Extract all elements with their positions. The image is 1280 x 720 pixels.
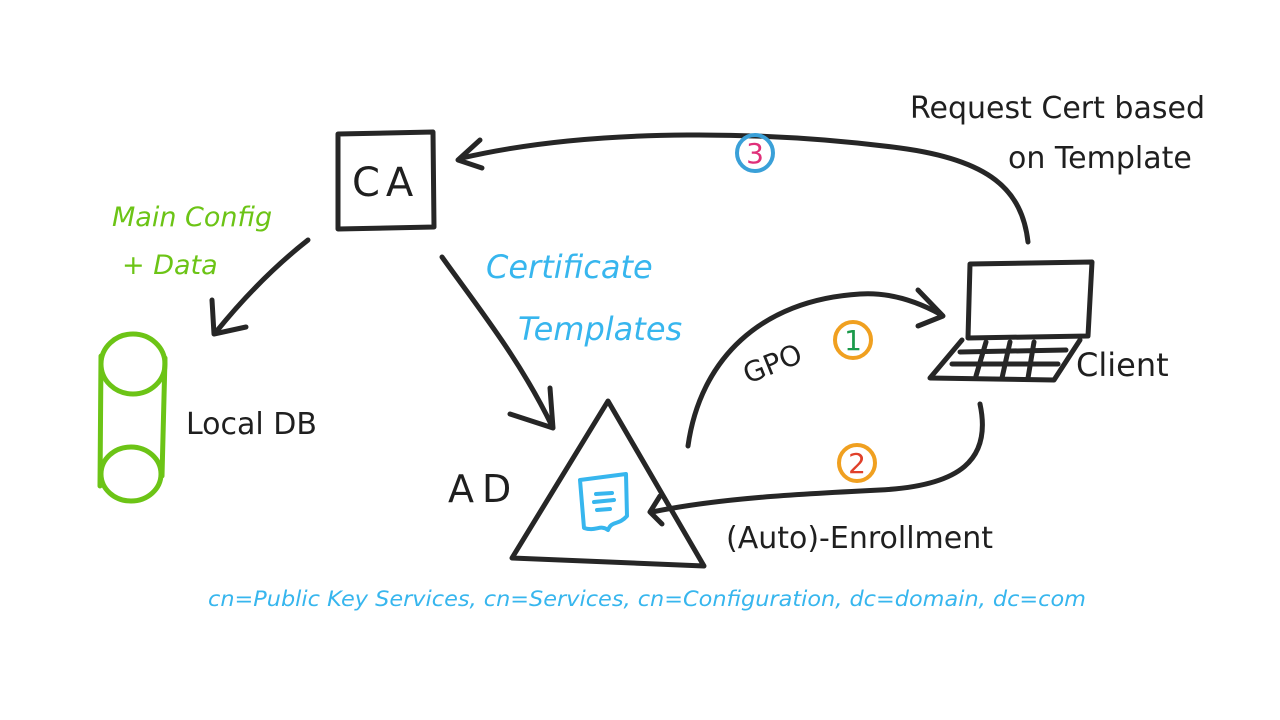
ad-node: AD	[448, 398, 707, 569]
gpo-label: GPO	[738, 337, 807, 390]
ca-box	[335, 129, 437, 232]
ad-label: AD	[448, 467, 519, 511]
ca-node: CA	[335, 129, 437, 232]
arrow-ad-to-client	[685, 287, 946, 449]
arrow-client-to-ad	[647, 401, 985, 527]
step-badge-number: 3	[746, 137, 764, 170]
step-badge-ring	[837, 443, 877, 483]
dn-path-label: cn=Public Key Services, cn=Services, cn=…	[208, 587, 1086, 611]
step-badge-ring	[833, 320, 873, 360]
certificate-templates-label: Certificate	[486, 248, 653, 286]
step-badge-2: 2	[837, 443, 877, 483]
client-label: Client	[1076, 346, 1169, 384]
arrow-ca-to-ad	[439, 254, 556, 431]
auto-enrollment-label: (Auto)-Enrollment	[726, 521, 993, 556]
ca-label: CA	[352, 160, 419, 206]
step-badge-ring	[735, 133, 775, 173]
arrow-client-to-ca	[455, 132, 1031, 245]
certificate-templates-label-2: Templates	[518, 310, 682, 348]
step-badge-number: 1	[844, 324, 862, 357]
step-badges: 1 2 3	[735, 133, 877, 483]
local-db-label: Local DB	[186, 407, 317, 442]
main-config-label: Main Config	[112, 202, 272, 233]
step-badge-3: 3	[735, 133, 775, 173]
template-document-icon	[578, 472, 629, 532]
local-db-icon	[97, 331, 168, 504]
arrow-ca-to-db	[209, 237, 311, 337]
laptop-icon	[927, 259, 1095, 383]
step-badge-1: 1	[833, 320, 873, 360]
request-cert-label: Request Cert based	[910, 91, 1205, 126]
request-cert-label-2: on Template	[1008, 141, 1192, 176]
main-config-label-2: + Data	[122, 250, 218, 281]
ad-triangle	[509, 398, 707, 569]
step-badge-number: 2	[848, 447, 866, 480]
